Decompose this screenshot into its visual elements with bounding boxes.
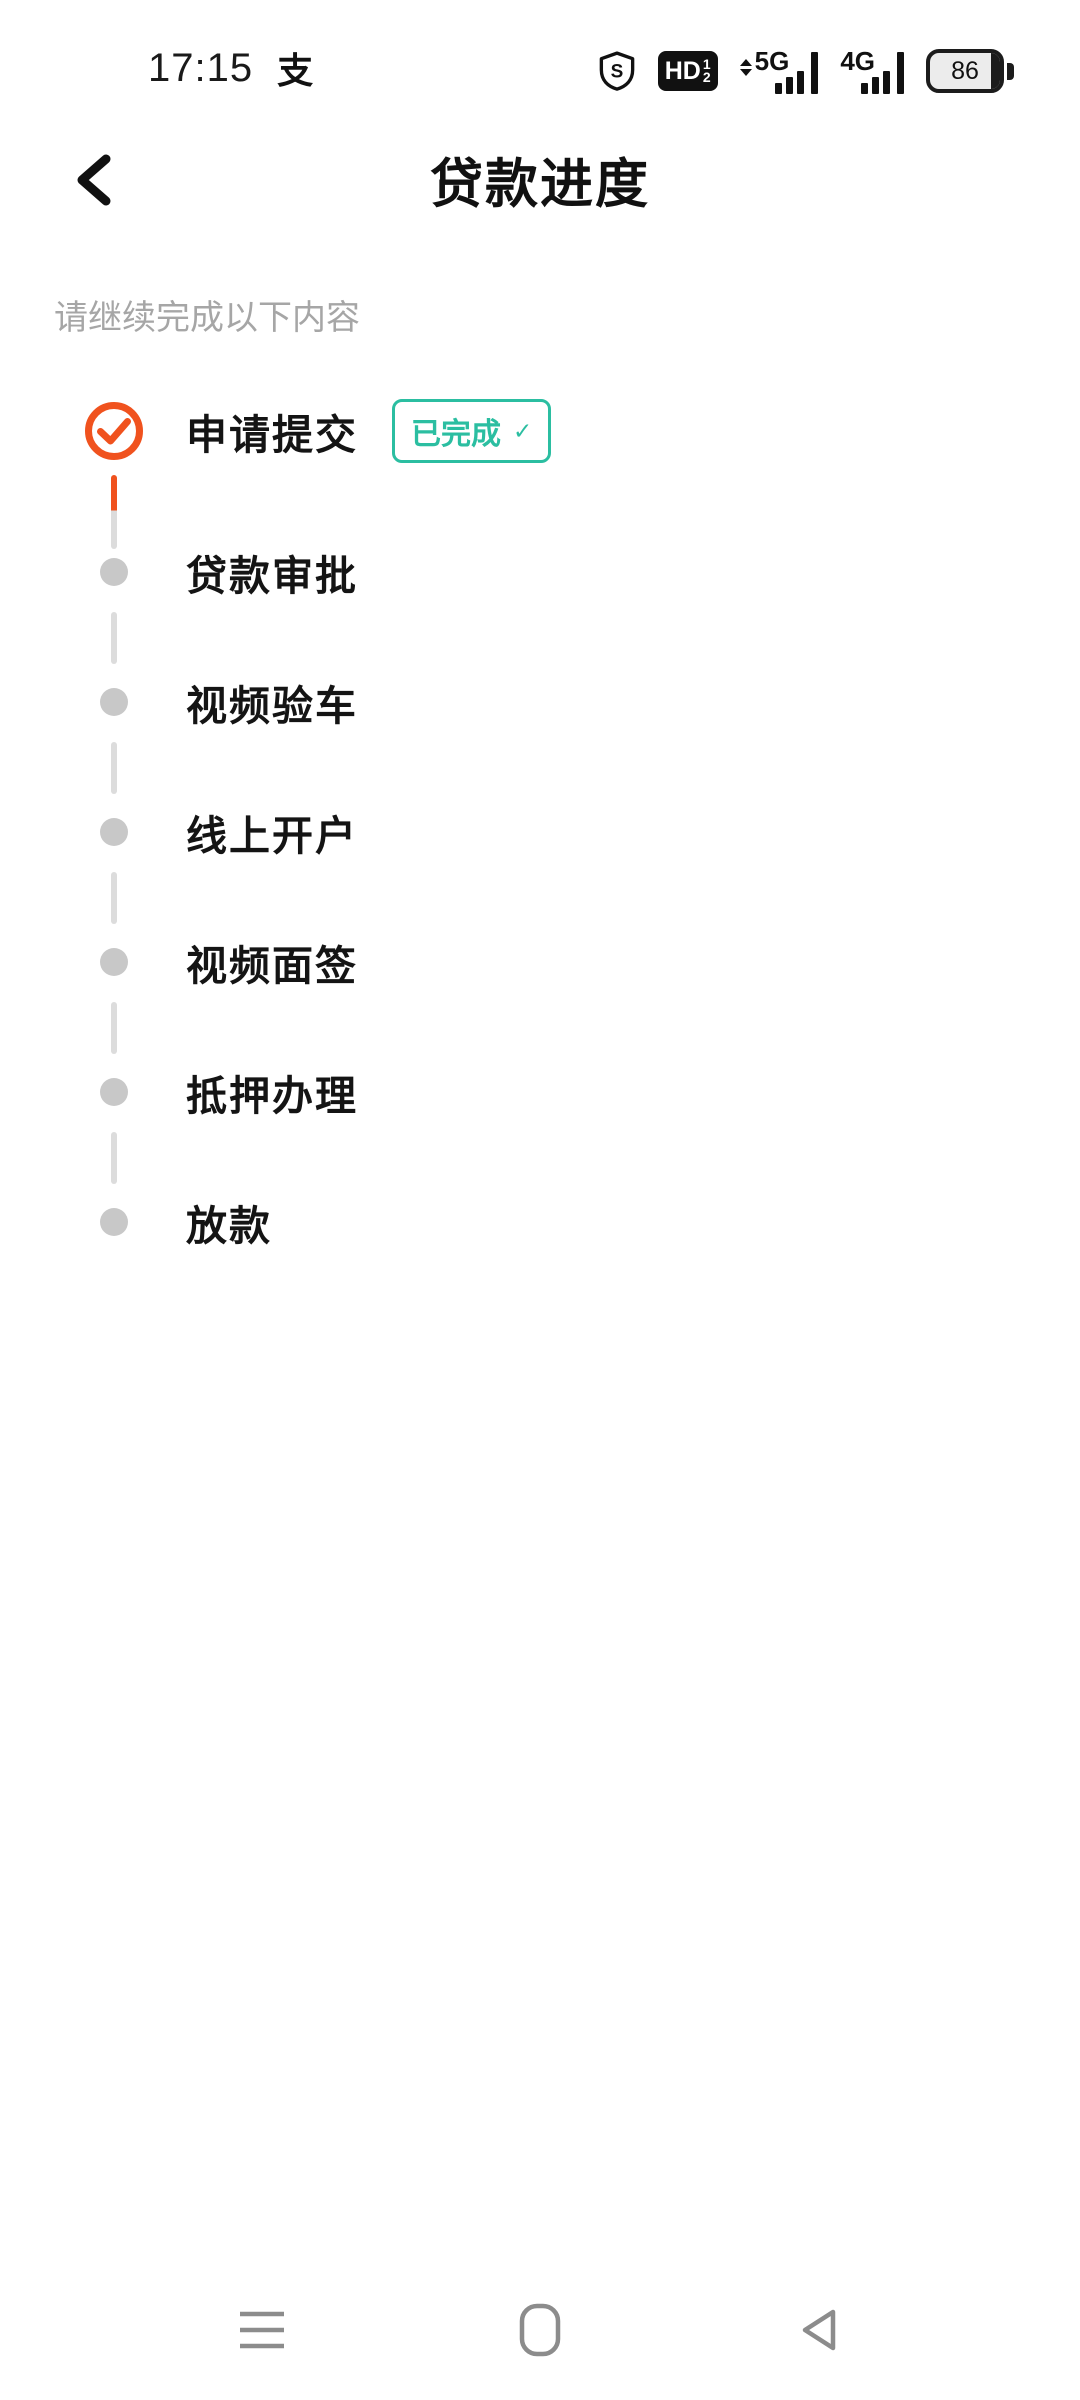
alipay-icon: 支: [277, 50, 314, 91]
signal-5g-icon: 5G: [739, 48, 819, 94]
step-item-application-submitted: 申请提交 已完成 ✓: [0, 355, 1080, 549]
recents-button[interactable]: [226, 2294, 298, 2366]
pending-dot-icon: [100, 1208, 128, 1236]
step-item-loan-approval: 贷款审批: [0, 507, 1080, 664]
back-button[interactable]: [58, 145, 128, 215]
step-label: 贷款审批: [186, 553, 358, 599]
step-label: 抵押办理: [186, 1073, 358, 1119]
nav-back-triangle-icon: [802, 2309, 836, 2351]
recents-icon: [240, 2311, 284, 2349]
badge-label: 已完成: [411, 418, 501, 451]
step-item-video-interview: 视频面签: [0, 897, 1080, 1054]
svg-text:S: S: [610, 62, 623, 83]
step-connector: [111, 872, 117, 924]
step-label: 视频面签: [186, 943, 358, 989]
step-label: 视频验车: [186, 683, 358, 729]
header: 贷款进度: [0, 128, 1080, 232]
nav-back-button[interactable]: [782, 2294, 854, 2366]
pending-dot-icon: [100, 818, 128, 846]
step-item-mortgage-processing: 抵押办理: [0, 1027, 1080, 1184]
hd-volte-icon: HD 1 2: [657, 51, 718, 91]
home-icon: [519, 2303, 561, 2357]
step-label: 申请提交: [186, 412, 358, 458]
data-transfer-arrows-icon: [739, 59, 752, 94]
step-connector: [111, 1132, 117, 1184]
step-item-online-account-opening: 线上开户: [0, 767, 1080, 924]
loan-progress-stepper: 申请提交 已完成 ✓ 贷款审批 视频验车 线上开户 视频面签 抵押办理 放款: [0, 355, 1080, 1287]
step-item-disbursement: 放款: [0, 1157, 1080, 1287]
sim-slot-indicator: 1 2: [702, 56, 711, 85]
back-chevron-icon: [77, 154, 111, 206]
subtitle-hint: 请继续完成以下内容: [54, 299, 360, 337]
step-connector: [111, 612, 117, 664]
battery-percent: 86: [951, 56, 979, 85]
step-connector: [111, 1002, 117, 1054]
security-shield-icon: S: [598, 50, 636, 92]
completed-status-badge[interactable]: 已完成 ✓: [392, 399, 552, 463]
step-connector: [111, 742, 117, 794]
home-button[interactable]: [504, 2294, 576, 2366]
signal-4g-icon: 4G: [840, 48, 904, 94]
step-connector: [111, 475, 117, 549]
step-item-video-vehicle-check: 视频验车: [0, 637, 1080, 794]
step-label: 线上开户: [186, 813, 358, 859]
badge-check-icon: ✓: [513, 417, 533, 444]
clock: 17:15: [148, 45, 254, 90]
pending-dot-icon: [100, 688, 128, 716]
pending-dot-icon: [100, 558, 128, 586]
check-circle-icon: [85, 402, 143, 460]
pending-dot-icon: [100, 948, 128, 976]
step-label: 放款: [186, 1203, 272, 1249]
status-bar: 17:15 支 S HD 1 2 5G 4G: [0, 0, 1080, 100]
page-title: 贷款进度: [430, 155, 650, 214]
pending-dot-icon: [100, 1078, 128, 1106]
battery-icon: 86: [926, 49, 1014, 93]
android-nav-bar: [0, 2270, 1080, 2390]
